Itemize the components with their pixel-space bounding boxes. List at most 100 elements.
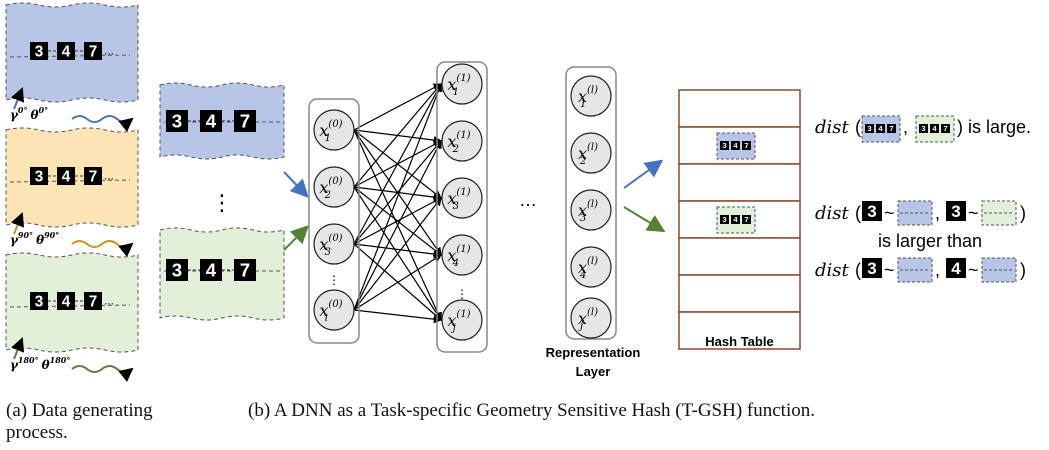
row-arrow (11, 87, 25, 110)
row-guide (9, 54, 131, 58)
row-digit-tile (57, 42, 75, 60)
dist1-batch-blue-digit: 7 (889, 124, 893, 133)
input-top-digit-tile (234, 110, 256, 132)
layer1-dots: ⋮ (456, 287, 468, 301)
row-digit-tile (30, 167, 48, 185)
input-top-digit-tile (200, 110, 222, 132)
row-digit-tile (57, 292, 75, 310)
row-digit: 4 (62, 293, 71, 310)
dist1-batch-blue-digit-tile (865, 124, 874, 133)
comparison-text: is larger than (878, 231, 982, 251)
row-digit: 3 (35, 43, 44, 60)
layer0-node (313, 223, 355, 265)
representation-layer-node (570, 246, 612, 288)
hash-bucket (678, 89, 801, 128)
input-bottom-digit: 7 (240, 260, 250, 281)
layer0-node (313, 166, 355, 208)
dist1-comma: , (903, 117, 908, 137)
dist-line1-paren: ( (855, 117, 861, 137)
network-layers: x(0)1x(0)2x(0)3x(0)ix(1)1x(1)2x(1)3x(1)4… (308, 61, 666, 379)
input-bottom-digit: 4 (206, 260, 217, 281)
representation-layer-node (570, 132, 612, 174)
dist2-end: ) (1020, 203, 1026, 223)
representation-layer-node-label: x(l)1 (578, 85, 598, 110)
hash-entry-blue-digit-tile (720, 141, 729, 150)
dist2-digit-a-tile (862, 201, 882, 221)
row-ellipsis: ... (104, 169, 114, 183)
row-ellipsis: ... (104, 294, 114, 308)
caption-b: (b) A DNN as a Task-specific Geometry Se… (248, 400, 815, 421)
row-parameters: γ180°θ180° (10, 355, 70, 372)
dist3-end: ) (1020, 260, 1026, 280)
edge (353, 83, 443, 131)
dist3-tilde-a: ~ (884, 260, 895, 280)
hash-table-label: Hash Table (705, 334, 773, 349)
hash-entry-blue-digit-tile (742, 141, 751, 150)
dist3-digit-b-tile (946, 258, 966, 278)
arrow-green-hash (623, 206, 666, 233)
layer0-node-label: x(0)2 (319, 176, 342, 201)
arrow-blue-hash (623, 159, 664, 189)
row-digit: 3 (35, 293, 44, 310)
dist1-batch-green-digit-tile (941, 124, 950, 133)
dist3-tilde-b: ~ (968, 260, 979, 280)
dist1-batch-blue-digit: 4 (878, 124, 883, 133)
dist1-batch-blue-digit: 3 (867, 124, 871, 133)
arrow-green-input (283, 225, 309, 251)
dist2-digit-b-tile (946, 201, 966, 221)
hash-entry-green-digit-tile (720, 215, 729, 224)
row-ellipsis: ... (104, 44, 114, 58)
dist1-tail: ) is large. (957, 117, 1031, 137)
row-parameters: γ0°θ0° (10, 105, 48, 122)
row-digit-tile (84, 167, 102, 185)
hash-entry-green-digit-tile (742, 215, 751, 224)
row-wave (71, 240, 134, 257)
hash-entry-blue-digit-tile (731, 141, 740, 150)
dist-line3: dist (815, 260, 850, 281)
representation-layer-node (570, 297, 612, 339)
row-digit-tile (84, 292, 102, 310)
hash-bucket (678, 311, 801, 350)
dist1-batch-green-digit: 4 (932, 124, 937, 133)
edge (353, 82, 443, 311)
input-top-digit-tile (166, 110, 188, 132)
row-digit-tile (84, 42, 102, 60)
dist-line2-paren: ( (855, 203, 861, 223)
input-top-digit: 7 (240, 111, 250, 132)
layer1-node (441, 299, 483, 341)
dist3-digit-a: 3 (867, 259, 876, 278)
hash-entry-blue-digit: 4 (733, 141, 738, 150)
hash-bucket (678, 274, 801, 313)
representation-layer-node (570, 189, 612, 231)
representation-layer-label: Layer (576, 364, 611, 379)
row-digit: 3 (35, 168, 44, 185)
layer1-frame (436, 61, 488, 353)
dist-line3-paren: ( (855, 260, 861, 280)
dist-line1: dist (815, 117, 850, 138)
row-digit-tile (57, 167, 75, 185)
layer1-node (441, 120, 483, 162)
row-digit-tile (30, 292, 48, 310)
hash-bucket (678, 163, 801, 202)
representation-layer-node-label: x(l)j (578, 307, 598, 332)
representation-layer-node-label: x(l)2 (578, 142, 598, 167)
layer0-node-label: x(0)1 (319, 119, 342, 144)
row-wave (71, 365, 134, 382)
representation-layer-frame (565, 66, 617, 340)
layer0-frame (308, 98, 360, 344)
input-bottom-digit: 3 (172, 260, 182, 281)
row-digit: 4 (62, 168, 71, 185)
hash-bucket (678, 237, 801, 276)
dist2-digit-b: 3 (951, 202, 960, 221)
edge (353, 82, 442, 245)
input-top-digit: 3 (172, 111, 182, 132)
layer0-dots: ⋮ (328, 273, 340, 287)
hash-entry-green-digit: 7 (744, 215, 748, 224)
edge (353, 197, 443, 245)
arrow-blue-input (283, 171, 309, 198)
layer0-node (313, 289, 355, 331)
row-digit: 7 (89, 168, 98, 185)
layer0-node (313, 109, 355, 151)
dist2-comma: , (935, 203, 940, 223)
